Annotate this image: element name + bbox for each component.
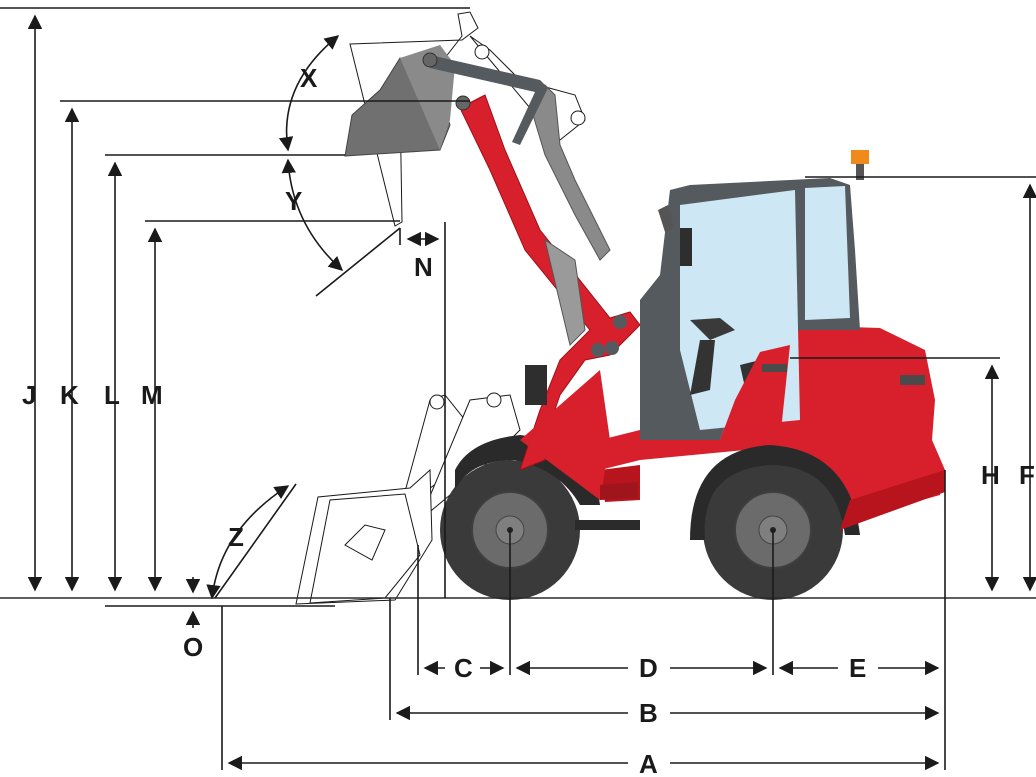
label-J: J bbox=[22, 380, 36, 410]
label-C: C bbox=[454, 653, 473, 683]
lowered-bucket-outline bbox=[295, 468, 433, 605]
label-F: F bbox=[1019, 460, 1035, 490]
label-B: B bbox=[639, 698, 658, 728]
label-Z: Z bbox=[228, 522, 244, 552]
label-H: H bbox=[981, 460, 1000, 490]
loader-body bbox=[344, 45, 945, 540]
label-N: N bbox=[414, 252, 433, 282]
label-Y: Y bbox=[285, 186, 302, 216]
label-O: O bbox=[183, 632, 203, 662]
label-L: L bbox=[104, 380, 120, 410]
label-A: A bbox=[639, 749, 658, 777]
label-D: D bbox=[639, 653, 658, 683]
dimension-labels: J K L M O X Y Z N C D E B A H F bbox=[22, 63, 1035, 777]
dimension-arrows bbox=[27, 14, 1036, 771]
label-K: K bbox=[60, 380, 79, 410]
label-E: E bbox=[849, 653, 866, 683]
label-X: X bbox=[300, 63, 318, 93]
label-M: M bbox=[141, 380, 163, 410]
